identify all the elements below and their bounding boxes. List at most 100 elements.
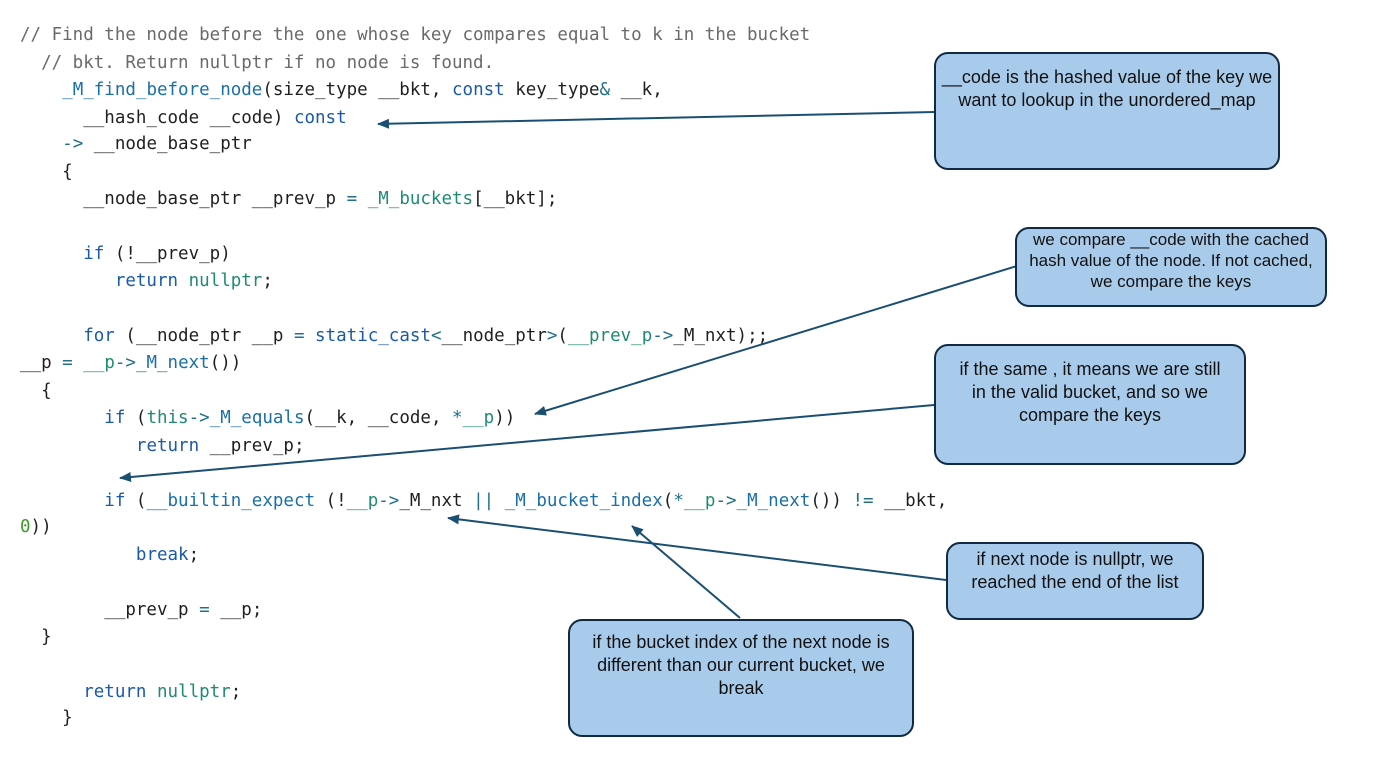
code-token: ->: [62, 134, 84, 154]
code-token: }: [20, 627, 52, 647]
code-token: =: [346, 189, 358, 209]
code-token: )): [30, 517, 52, 537]
arrow-code-hash: [377, 111, 935, 129]
code-token: &: [599, 80, 611, 100]
code-line: }: [20, 707, 73, 729]
callout-code-hash-text: __code is the hashed value of the key we…: [941, 67, 1273, 110]
code-token: }: [20, 708, 73, 728]
code-line: __prev_p = __p;: [20, 599, 262, 621]
code-line: return __prev_p;: [20, 435, 305, 457]
code-token: ->: [188, 408, 210, 428]
code-token: ||: [473, 491, 495, 511]
code-token: _M_nxt: [399, 491, 474, 511]
code-token: __p: [462, 408, 495, 428]
code-token: ()): [209, 353, 242, 373]
code-token: {: [20, 162, 73, 182]
code-token: nullptr: [188, 271, 263, 291]
code-token: __prev_p;: [199, 436, 305, 456]
code-token: ;: [188, 545, 200, 565]
code-token: _M_equals: [209, 408, 305, 428]
code-token: =: [199, 600, 210, 620]
code-token: [__bkt];: [473, 189, 558, 209]
code-token: =: [293, 326, 305, 346]
code-token: (size_type __bkt,: [262, 80, 452, 100]
code-token: if: [104, 491, 126, 511]
code-token: >: [546, 326, 558, 346]
code-token: __node_base_ptr __prev_p: [20, 189, 347, 209]
code-line: if (__builtin_expect (!__p->_M_nxt || _M…: [20, 490, 947, 512]
code-line: -> __node_base_ptr: [20, 133, 252, 155]
code-token: __k,: [610, 80, 663, 100]
code-token: ->: [378, 491, 400, 511]
code-token: !=: [852, 491, 874, 511]
code-token: __hash_code __code): [20, 108, 294, 128]
code-token: return: [135, 436, 200, 456]
code-token: return: [114, 271, 179, 291]
callout-next-null-text: if next node is nullptr, we reached the …: [971, 549, 1179, 592]
code-token: const: [452, 80, 505, 100]
callout-bucket-break-text: if the bucket index of the next node is …: [592, 632, 890, 698]
code-token: for: [83, 326, 115, 346]
code-token: _M_bucket_index: [504, 491, 663, 511]
code-token: __p: [20, 353, 63, 373]
code-token: *: [452, 408, 463, 428]
arrow-compare-code: [534, 265, 1018, 416]
code-token: (: [125, 408, 147, 428]
code-token: return: [83, 682, 147, 702]
code-token: __bkt,: [873, 491, 948, 511]
code-line: __hash_code __code) const: [20, 107, 347, 129]
code-token: // Find the node before the one whose ke…: [20, 25, 811, 45]
code-token: if: [104, 408, 126, 428]
code-line: {: [20, 380, 52, 402]
code-token: __p: [683, 491, 716, 511]
callout-same-bucket: if the same , it means we are still in t…: [934, 344, 1246, 465]
code-token: // bkt. Return nullptr if no node is fou…: [20, 53, 495, 73]
arrow-next-null: [447, 514, 947, 581]
code-token: ()): [810, 491, 853, 511]
code-token: __builtin_expect: [146, 491, 316, 511]
code-token: ->: [652, 326, 674, 346]
code-token: (__k, __code,: [304, 408, 453, 428]
code-token: key_type: [504, 80, 600, 100]
code-line: break;: [20, 544, 199, 566]
code-token: __p;: [209, 600, 263, 620]
code-line: 0)): [20, 516, 52, 538]
callout-bucket-break: if the bucket index of the next node is …: [568, 619, 914, 737]
code-token: __node_base_ptr: [83, 134, 252, 154]
code-token: (__node_ptr __p: [114, 326, 294, 346]
callout-next-null: if next node is nullptr, we reached the …: [946, 542, 1204, 620]
code-token: {: [20, 381, 52, 401]
code-token: ->: [114, 353, 136, 373]
code-line: __p = __p->_M_next()): [20, 352, 241, 374]
code-token: static_cast: [315, 326, 431, 346]
code-line: if (this->_M_equals(__k, __code, *__p)): [20, 407, 515, 429]
code-line: // Find the node before the one whose ke…: [20, 24, 810, 46]
code-line: // bkt. Return nullptr if no node is fou…: [20, 52, 494, 74]
code-token: ->: [715, 491, 737, 511]
code-token: __prev_p: [567, 326, 653, 346]
code-token: _M_buckets: [367, 189, 474, 209]
code-token: (!__prev_p): [104, 244, 231, 264]
code-token: _M_next: [135, 353, 210, 373]
code-token: (!: [315, 491, 347, 511]
callout-compare-code: we compare __code with the cached hash v…: [1015, 227, 1327, 307]
code-line: return nullptr;: [20, 681, 241, 703]
code-token: (: [557, 326, 568, 346]
code-token: __node_ptr: [441, 326, 547, 346]
arrow-same-bucket: [119, 404, 935, 482]
code-line: _M_find_before_node(size_type __bkt, con…: [20, 79, 663, 101]
code-token: if: [83, 244, 105, 264]
code-token: __prev_p: [20, 600, 200, 620]
code-line: for (__node_ptr __p = static_cast<__node…: [20, 325, 768, 347]
arrow-bucket-break: [631, 525, 741, 619]
callout-same-bucket-text: if the same , it means we are still in t…: [959, 359, 1221, 425]
callout-code-hash: __code is the hashed value of the key we…: [934, 52, 1280, 170]
code-token: _M_next: [736, 491, 811, 511]
code-token: __p: [83, 353, 115, 373]
code-token: ;: [230, 682, 242, 702]
code-token: const: [293, 108, 347, 128]
code-token: __p: [346, 491, 379, 511]
code-line: {: [20, 161, 73, 183]
code-token: <: [430, 326, 442, 346]
